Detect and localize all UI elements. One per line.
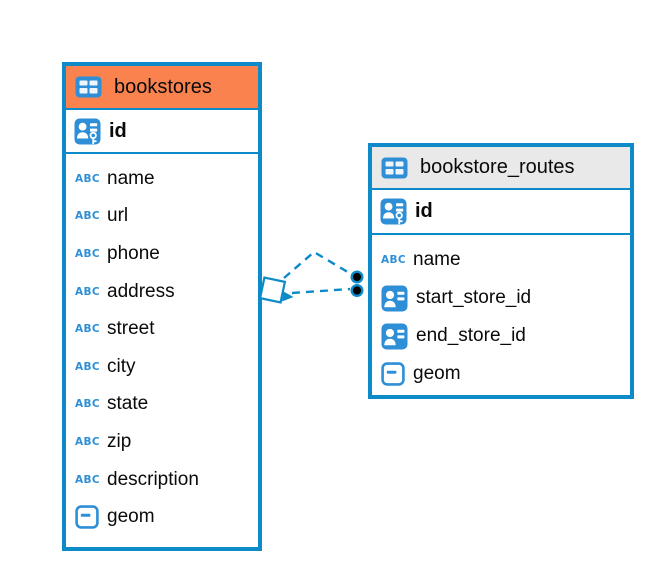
relationship-line[interactable]	[283, 250, 352, 279]
column-row-url[interactable]: ABC url	[66, 198, 258, 236]
column-row-description[interactable]: ABC description	[66, 461, 258, 499]
relationship-dot-marker	[350, 284, 364, 298]
column-row-phone[interactable]: ABC phone	[66, 235, 258, 273]
column-label: name	[107, 167, 155, 189]
column-label: street	[107, 318, 155, 340]
relationship-dot-marker	[350, 270, 364, 284]
table-icon	[75, 76, 102, 98]
entity-bookstores-header[interactable]: bookstores	[66, 66, 258, 110]
text-type-icon: ABC	[75, 323, 101, 336]
column-row-geom[interactable]: geom	[372, 355, 630, 393]
relationship-line[interactable]	[291, 287, 351, 295]
column-row-name[interactable]: ABC name	[372, 241, 630, 279]
column-row-name[interactable]: ABC name	[66, 160, 258, 198]
text-type-icon: ABC	[75, 473, 101, 486]
column-row-id[interactable]: id	[372, 190, 630, 235]
primary-key-icon	[74, 118, 101, 144]
text-type-icon: ABC	[75, 435, 101, 448]
text-type-icon: ABC	[381, 254, 407, 266]
column-label: geom	[107, 506, 155, 528]
entity-bookstore-routes-columns: ABC name start_store_id end_store_id	[372, 235, 630, 395]
column-row-end-store-id[interactable]: end_store_id	[372, 317, 630, 355]
column-row-id[interactable]: id	[66, 110, 258, 154]
column-label: city	[107, 355, 136, 377]
column-row-city[interactable]: ABC city	[66, 348, 258, 386]
column-row-street[interactable]: ABC street	[66, 310, 258, 348]
entity-bookstore-routes-header[interactable]: bookstore_routes	[372, 147, 630, 190]
geometry-type-icon	[381, 362, 405, 386]
column-label: address	[107, 280, 175, 302]
table-title: bookstores	[114, 75, 212, 98]
relationship-arrowhead	[282, 291, 294, 302]
column-label: id	[109, 119, 127, 142]
text-type-icon: ABC	[75, 247, 101, 260]
text-type-icon: ABC	[75, 285, 101, 298]
column-label: geom	[413, 363, 461, 384]
column-row-zip[interactable]: ABC zip	[66, 423, 258, 461]
table-title: bookstore_routes	[420, 156, 575, 178]
column-label: id	[415, 200, 433, 222]
column-label: name	[413, 249, 461, 270]
column-label: start_store_id	[416, 287, 532, 308]
entity-bookstore-routes[interactable]: bookstore_routes id ABC name st	[368, 143, 634, 399]
text-type-icon: ABC	[75, 210, 101, 223]
column-label: zip	[107, 430, 132, 452]
column-label: phone	[107, 242, 160, 264]
entity-bookstores[interactable]: bookstores id ABC name ABC url ABC phone…	[62, 62, 262, 551]
column-label: state	[107, 393, 149, 415]
text-type-icon: ABC	[75, 172, 101, 185]
table-icon	[381, 157, 408, 178]
column-label: end_store_id	[416, 325, 526, 346]
relationship-diamond-marker	[258, 276, 287, 304]
geometry-type-icon	[75, 505, 99, 529]
foreign-key-icon	[381, 323, 408, 349]
column-row-address[interactable]: ABC address	[66, 273, 258, 311]
primary-key-icon	[380, 198, 407, 225]
column-label: description	[107, 468, 199, 490]
column-row-start-store-id[interactable]: start_store_id	[372, 279, 630, 317]
text-type-icon: ABC	[75, 398, 101, 411]
column-row-state[interactable]: ABC state	[66, 386, 258, 424]
column-label: url	[107, 205, 129, 227]
foreign-key-icon	[381, 285, 408, 311]
column-row-geom[interactable]: geom	[66, 498, 258, 536]
text-type-icon: ABC	[75, 360, 101, 373]
entity-bookstores-columns: ABC name ABC url ABC phone ABC address A…	[66, 154, 258, 547]
